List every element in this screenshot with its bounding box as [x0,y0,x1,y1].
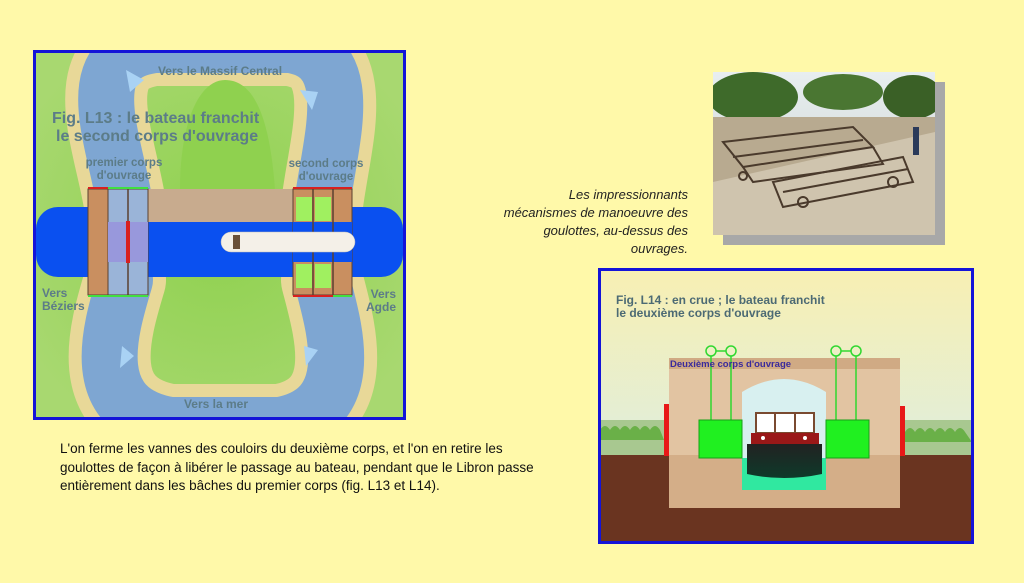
plan-diagram: Vers le Massif Central Fig. L13 : le bat… [36,53,403,417]
barge-front [747,412,822,478]
caption-line: goulottes, au-dessus des [543,223,688,238]
lifting-gear [705,345,862,420]
first-body-label-2: d'ouvrage [97,170,152,182]
flow-arrow-icons [120,70,318,368]
caption-line: Les impressionnants [568,187,688,202]
section-diagram: Fig. L14 : en crue ; le bateau franchit … [601,271,971,541]
photo-caption: Les impressionnants mécanismes de manoeu… [440,186,688,258]
caption-line: ouvrages. [630,241,688,256]
passage-strip [148,189,293,222]
west-label-1: Vers [42,286,68,300]
east-label-2: Agde [366,300,396,314]
figure-l14-section-view: Fig. L14 : en crue ; le bateau franchit … [598,268,974,544]
gate-right [900,406,905,456]
fig14-title-line1: Fig. L14 : en crue ; le bateau franchit [616,293,825,307]
caption-line: mécanismes de manoeuvre des [503,205,688,220]
label-north: Vers le Massif Central [158,64,282,78]
fig13-title-line2: le second corps d'ouvrage [56,128,258,145]
gate-box-left [698,419,743,459]
photo-gate-mechanisms [713,72,945,245]
barge [220,231,356,253]
river-libron [65,53,378,417]
structure-label: Deuxième corps d'ouvrage [670,359,791,370]
photo-image [713,72,935,235]
first-body-label-1: premier corps [86,157,163,169]
first-body-structure [87,187,149,297]
figure-l13-plan-view: Vers le Massif Central Fig. L13 : le bat… [33,50,406,420]
fig14-title-line2: le deuxième corps d'ouvrage [616,306,781,320]
second-body-label-2: d'ouvrage [299,171,354,183]
island [180,80,275,190]
fig13-title-line1: Fig. L13 : le bateau franchit [52,110,260,127]
explanation-paragraph: L'on ferme les vannes des couloirs du de… [60,441,534,493]
label-south: Vers la mer [184,397,248,411]
east-label-1: Vers [371,287,397,301]
west-label-2: Béziers [42,299,85,313]
second-body-label-1: second corps [289,158,364,170]
gate-left [664,404,669,456]
gate-box-right [825,419,870,459]
